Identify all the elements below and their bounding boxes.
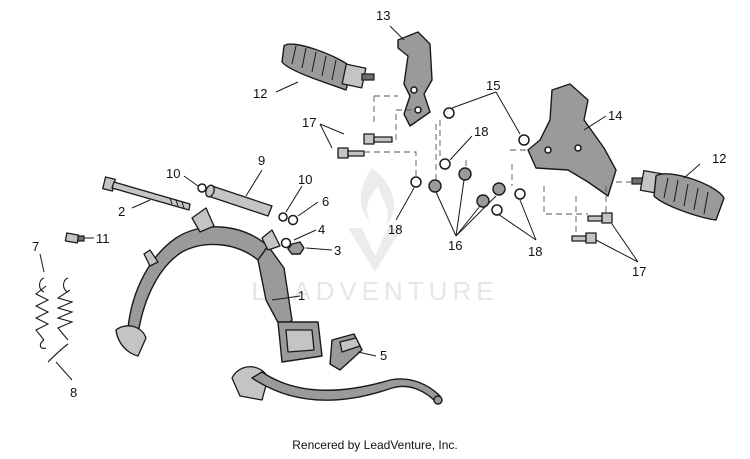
callout-14: 14 bbox=[608, 108, 622, 123]
callout-1: 1 bbox=[298, 288, 305, 303]
washer-part-10-left bbox=[197, 183, 207, 193]
washer-part-18-a bbox=[439, 158, 451, 170]
callout-7: 7 bbox=[32, 239, 39, 254]
callout-15: 15 bbox=[486, 78, 500, 93]
nut-part-16-b bbox=[458, 167, 472, 181]
callout-18-left: 18 bbox=[388, 222, 402, 237]
callout-17-left: 17 bbox=[302, 115, 316, 130]
callout-6: 6 bbox=[322, 194, 329, 209]
washer-part-15-right bbox=[518, 134, 530, 146]
callout-12-right: 12 bbox=[712, 151, 726, 166]
bolt-part-17-right-a bbox=[587, 212, 613, 224]
washer-part-15-left bbox=[443, 107, 455, 119]
bolt-part-17-left-b bbox=[337, 147, 365, 159]
assembly-dash-lines bbox=[364, 95, 632, 234]
callout-18-right: 18 bbox=[528, 244, 542, 259]
grease-nipple-part-11 bbox=[64, 232, 85, 244]
nut-part-16-c bbox=[492, 182, 506, 196]
callout-3: 3 bbox=[334, 243, 341, 258]
spacer-tube-part-9 bbox=[205, 184, 273, 217]
callout-10-left: 10 bbox=[166, 166, 180, 181]
center-stand-part-1 bbox=[115, 207, 443, 405]
callout-4: 4 bbox=[318, 222, 325, 237]
footpeg-part-12-left bbox=[281, 43, 375, 91]
nut-part-16-a bbox=[428, 179, 442, 193]
callout-11: 11 bbox=[96, 231, 110, 246]
washer-part-6 bbox=[287, 214, 299, 226]
callout-2: 2 bbox=[118, 204, 125, 219]
callout-10-right: 10 bbox=[298, 172, 312, 187]
callout-leader-lines bbox=[39, 25, 701, 381]
nut-part-3 bbox=[287, 241, 305, 255]
callout-9: 9 bbox=[258, 153, 265, 168]
callout-8: 8 bbox=[70, 385, 77, 400]
nut-part-16-d bbox=[476, 194, 490, 208]
callout-17-right: 17 bbox=[632, 264, 646, 279]
rubber-stop-part-5 bbox=[329, 333, 363, 371]
callout-16: 16 bbox=[448, 238, 462, 253]
callout-13: 13 bbox=[376, 8, 390, 23]
watermark-text: LEADVENTURE bbox=[251, 276, 498, 306]
washer-part-18-b bbox=[410, 176, 422, 188]
footpeg-bracket-part-13 bbox=[397, 31, 433, 127]
washer-part-18-d bbox=[491, 204, 503, 216]
spring-part-8 bbox=[47, 277, 74, 363]
washer-part-18-c bbox=[514, 188, 526, 200]
callout-12-left: 12 bbox=[253, 86, 267, 101]
footpeg-bracket-part-14 bbox=[527, 83, 617, 197]
footpeg-part-12-right bbox=[631, 169, 725, 221]
washer-part-10-right bbox=[278, 212, 288, 222]
callout-5: 5 bbox=[380, 348, 387, 363]
footer-credit: Rencered by LeadVenture, Inc. bbox=[292, 438, 458, 452]
spring-part-7 bbox=[34, 277, 50, 349]
bolt-part-17-left-a bbox=[363, 133, 393, 145]
long-bolt-part-2 bbox=[102, 176, 191, 211]
leadventure-watermark-logo bbox=[348, 168, 402, 272]
bolt-part-17-right-b bbox=[571, 232, 597, 244]
callout-18-top: 18 bbox=[474, 124, 488, 139]
washer-part-4 bbox=[280, 237, 292, 249]
